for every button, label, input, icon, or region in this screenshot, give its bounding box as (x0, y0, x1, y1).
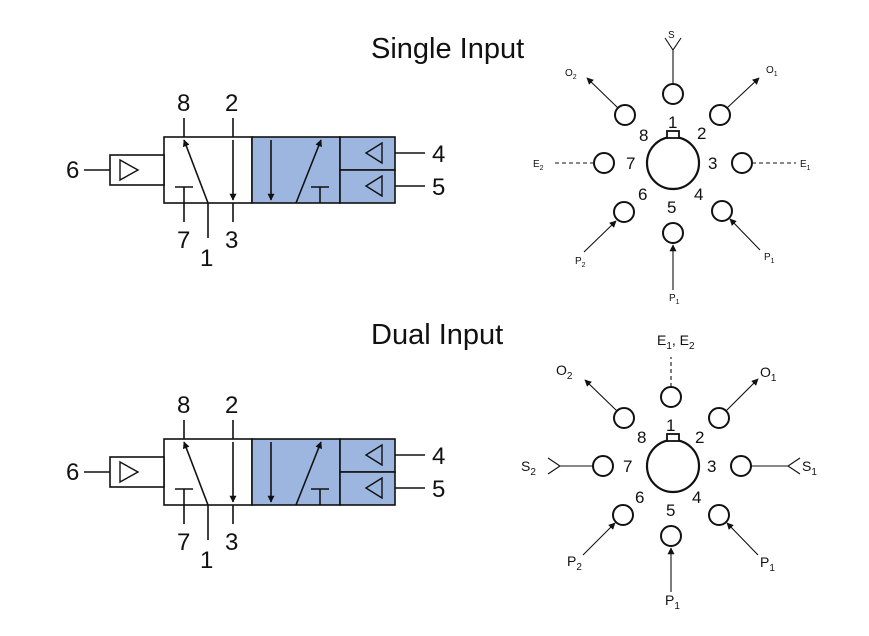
dual-o2-label: O2 (556, 362, 573, 382)
single-e2-label: E2 (533, 159, 544, 172)
single-o1-label: O1 (766, 65, 778, 78)
single-port-num-5: 5 (667, 198, 676, 217)
single-valve-symbol (84, 118, 425, 238)
port-circle-1 (662, 83, 684, 105)
dual-valve-label-8: 8 (177, 392, 190, 419)
rotor-key (666, 433, 680, 442)
single-valve-label-7: 7 (177, 227, 190, 254)
valve-blue-section (251, 438, 341, 506)
dual-port-num-8: 8 (637, 428, 646, 447)
dual-port-num-6: 6 (635, 488, 644, 507)
dual-p1-bottom-label: P1 (665, 592, 680, 612)
single-port-num-1: 1 (668, 113, 677, 132)
dual-port-num-5: 5 (666, 501, 675, 520)
dual-valve-label-7: 7 (177, 529, 190, 556)
single-port-num-6: 6 (638, 185, 647, 204)
rotor-key (666, 130, 680, 139)
dual-valve-label-6: 6 (66, 459, 79, 486)
dual-s1-label: S1 (802, 458, 817, 478)
port-circle-8 (613, 407, 635, 429)
single-valve-label-4: 4 (432, 141, 445, 168)
port-circle-6 (612, 504, 634, 526)
dual-valve-label-1: 1 (200, 547, 213, 574)
single-e1-label: E1 (800, 159, 811, 172)
port-circle-3 (730, 455, 752, 477)
dual-input-title: Dual Input (371, 319, 503, 351)
single-p2-label: P2 (575, 256, 586, 269)
port-circle-8 (614, 104, 636, 126)
dual-valve-label-5: 5 (432, 476, 445, 503)
dual-valve-label-4: 4 (432, 443, 445, 470)
dual-port-num-2: 2 (695, 428, 704, 447)
dual-valve-symbol (84, 420, 425, 540)
port-circle-1 (660, 386, 682, 408)
single-valve-label-8: 8 (177, 90, 190, 117)
dual-s2-label: S2 (521, 458, 536, 478)
port-circle-6 (613, 201, 635, 223)
single-port-num-7: 7 (626, 154, 635, 173)
port-circle-5 (662, 222, 684, 244)
single-p1-right-label: P1 (764, 252, 775, 265)
single-port-num-8: 8 (639, 126, 648, 145)
single-port-num-2: 2 (697, 124, 706, 143)
dual-o1-label: O1 (760, 364, 777, 384)
dual-port-num-1: 1 (666, 416, 675, 435)
port-circle-4 (708, 504, 730, 526)
dual-valve-label-2: 2 (225, 392, 238, 419)
port-circle-7 (593, 152, 615, 174)
dual-valve-label-3: 3 (225, 529, 238, 556)
dual-port-num-3: 3 (707, 457, 716, 476)
dual-port-layout (547, 357, 801, 592)
single-o2-label: O2 (565, 68, 577, 81)
port-circle-5 (660, 525, 682, 547)
dual-port-num-4: 4 (692, 488, 701, 507)
rotor-circle (645, 438, 701, 494)
single-s-label: S (668, 30, 675, 41)
single-valve-label-5: 5 (432, 174, 445, 201)
dual-p1-right-label: P1 (760, 554, 775, 574)
rotor-circle (645, 135, 701, 191)
single-valve-label-6: 6 (66, 157, 79, 184)
port-circle-7 (592, 455, 614, 477)
dual-e-top-label: E1, E2 (657, 332, 695, 352)
single-port-layout (552, 37, 796, 290)
single-port-num-4: 4 (694, 185, 703, 204)
port-circle-2 (709, 104, 731, 126)
dual-p2-label: P2 (567, 553, 582, 573)
port-circle-3 (731, 152, 753, 174)
single-input-title: Single Input (371, 33, 524, 65)
single-p1-bottom-label: P1 (669, 293, 680, 306)
single-valve-label-1: 1 (200, 245, 213, 272)
single-valve-label-2: 2 (225, 90, 238, 117)
port-circle-4 (711, 200, 733, 222)
single-port-num-3: 3 (708, 154, 717, 173)
dual-port-num-7: 7 (623, 457, 632, 476)
valve-blue-section (251, 136, 341, 204)
port-circle-2 (708, 407, 730, 429)
single-valve-label-3: 3 (225, 227, 238, 254)
